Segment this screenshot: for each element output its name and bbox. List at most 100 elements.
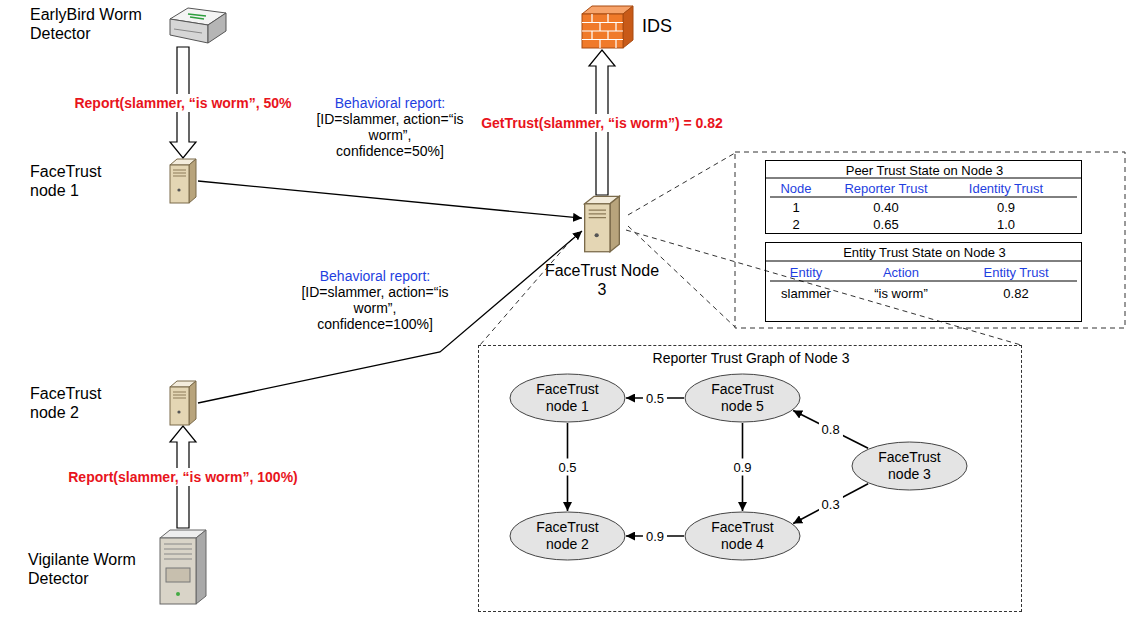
drawing-part <box>168 3 228 47</box>
drawing-part <box>160 538 196 604</box>
drawing-part <box>852 442 967 490</box>
table-header: Entity Trust <box>983 265 1048 280</box>
drawing-part <box>196 530 206 604</box>
drawing-part <box>168 158 198 204</box>
trust-weight: 0.9 <box>643 528 667 545</box>
connector-arrow <box>198 231 582 403</box>
drawing-part <box>158 528 208 606</box>
node-label: FaceTrust node 2 <box>525 519 611 553</box>
drawing-part <box>610 196 619 251</box>
trust-weight: 0.3 <box>819 495 843 512</box>
node-label: FaceTrust node 2 <box>30 384 140 422</box>
table-rule <box>770 281 1077 282</box>
node-label: IDS <box>642 16 692 38</box>
drawing-part <box>176 592 180 596</box>
drawing-part <box>582 14 623 48</box>
trust-weight: 0.5 <box>555 459 579 476</box>
table-header: Reporter Trust <box>844 181 927 196</box>
graph-panel: Reporter Trust Graph of Node 3 FaceTrust … <box>478 345 1022 612</box>
drawing-part <box>170 387 189 425</box>
ellipse-node: FaceTrust node 4 <box>684 511 801 561</box>
table-rule <box>770 197 1077 198</box>
table-header: Action <box>883 265 919 280</box>
node-label: Peer Trust State on Node 3 <box>766 163 1083 179</box>
drawing-part <box>166 568 190 582</box>
node-label: FaceTrust node 3 <box>867 449 953 483</box>
table-cell: slammer <box>781 286 831 301</box>
drawing-part <box>174 29 202 33</box>
report-label: Behavioral report: [ID=slammer, action=“… <box>315 95 465 159</box>
drawing-part <box>585 204 610 252</box>
firewall-icon: IDS <box>580 4 635 50</box>
node-label: FaceTrust node 5 <box>700 381 786 415</box>
table-cell: 0.40 <box>873 200 898 215</box>
trust-weight: 0.8 <box>819 421 843 438</box>
drawing-part <box>685 512 800 560</box>
trust-weight: 0.9 <box>730 459 754 476</box>
node-label: FaceTrust node 1 <box>30 162 140 200</box>
drawing-part <box>510 374 625 422</box>
drawing-part <box>164 544 192 559</box>
drawing-part <box>173 170 186 176</box>
ellipse-node: FaceTrust node 5 <box>684 373 801 423</box>
table-rule <box>766 261 1081 262</box>
drawing-part <box>189 381 196 425</box>
connector-arrow <box>793 411 868 449</box>
drawing-part <box>623 6 633 48</box>
ellipse-node: FaceTrust node 3 <box>851 441 968 491</box>
drawing-part <box>208 13 226 43</box>
drawing-part <box>589 210 606 218</box>
drawing-part <box>168 380 198 426</box>
table-cell: 1 <box>792 200 799 215</box>
drawing-part <box>173 392 186 398</box>
server-icon: FaceTrust Node 3 <box>582 195 622 253</box>
table-header: Entity <box>790 265 823 280</box>
drawing-part <box>177 410 180 413</box>
report-label: Behavioral report: [ID=slammer, action=“… <box>300 268 450 332</box>
node-label: Entity Trust State on Node 3 <box>766 245 1083 261</box>
leader-line <box>628 153 735 215</box>
connector-arrow <box>198 181 582 218</box>
drawing-part <box>170 19 208 43</box>
detector-icon: Vigilante Worm Detector <box>158 528 208 606</box>
table-cell: 0.82 <box>1003 286 1028 301</box>
table-cell: 1.0 <box>997 217 1015 232</box>
table-cell: 0.65 <box>873 217 898 232</box>
table-box: Entity Trust State on Node 3 Entity Action… <box>765 242 1082 322</box>
node-label: FaceTrust node 1 <box>525 381 611 415</box>
drawing-part <box>177 188 180 191</box>
drawing-part <box>685 374 800 422</box>
server-icon: FaceTrust node 2 <box>168 380 198 426</box>
table-box: Peer Trust State on Node 3 Node Reporter T… <box>765 160 1082 234</box>
message-label: Report(slammer, “is worm”, 100%) <box>65 468 301 486</box>
table-header: Identity Trust <box>969 181 1043 196</box>
node-label: EarlyBird Worm Detector <box>30 5 162 43</box>
node-label: Vigilante Worm Detector <box>28 550 152 588</box>
drawing-part <box>188 14 206 19</box>
connector-arrow <box>793 484 868 524</box>
panel-outline <box>735 152 1125 328</box>
drawing-part <box>189 159 196 203</box>
trust-weight: 0.5 <box>643 390 667 407</box>
leader-line <box>480 232 578 345</box>
detector-icon: EarlyBird Worm Detector <box>168 3 228 47</box>
server-icon: FaceTrust node 1 <box>168 158 198 204</box>
table-cell: “is worm” <box>874 286 927 301</box>
node-label: Reporter Trust Graph of Node 3 <box>479 350 1023 367</box>
message-label: Report(slammer, “is worm”, 50% <box>71 94 294 112</box>
drawing-part <box>580 4 635 50</box>
node-label: FaceTrust node 4 <box>700 519 786 553</box>
drawing-part <box>510 512 625 560</box>
drawing-part <box>595 233 599 237</box>
table-cell: 2 <box>792 217 799 232</box>
table-header: Node <box>780 181 811 196</box>
node-label: FaceTrust Node 3 <box>542 261 662 299</box>
message-label: GetTrust(slammer, “is worm”) = 0.82 <box>478 114 726 132</box>
drawing-part <box>170 165 189 203</box>
table-cell: 0.9 <box>997 200 1015 215</box>
ellipse-node: FaceTrust node 1 <box>509 373 626 423</box>
drawing-part <box>582 14 623 48</box>
ellipse-node: FaceTrust node 2 <box>509 511 626 561</box>
drawing-part <box>582 195 622 253</box>
